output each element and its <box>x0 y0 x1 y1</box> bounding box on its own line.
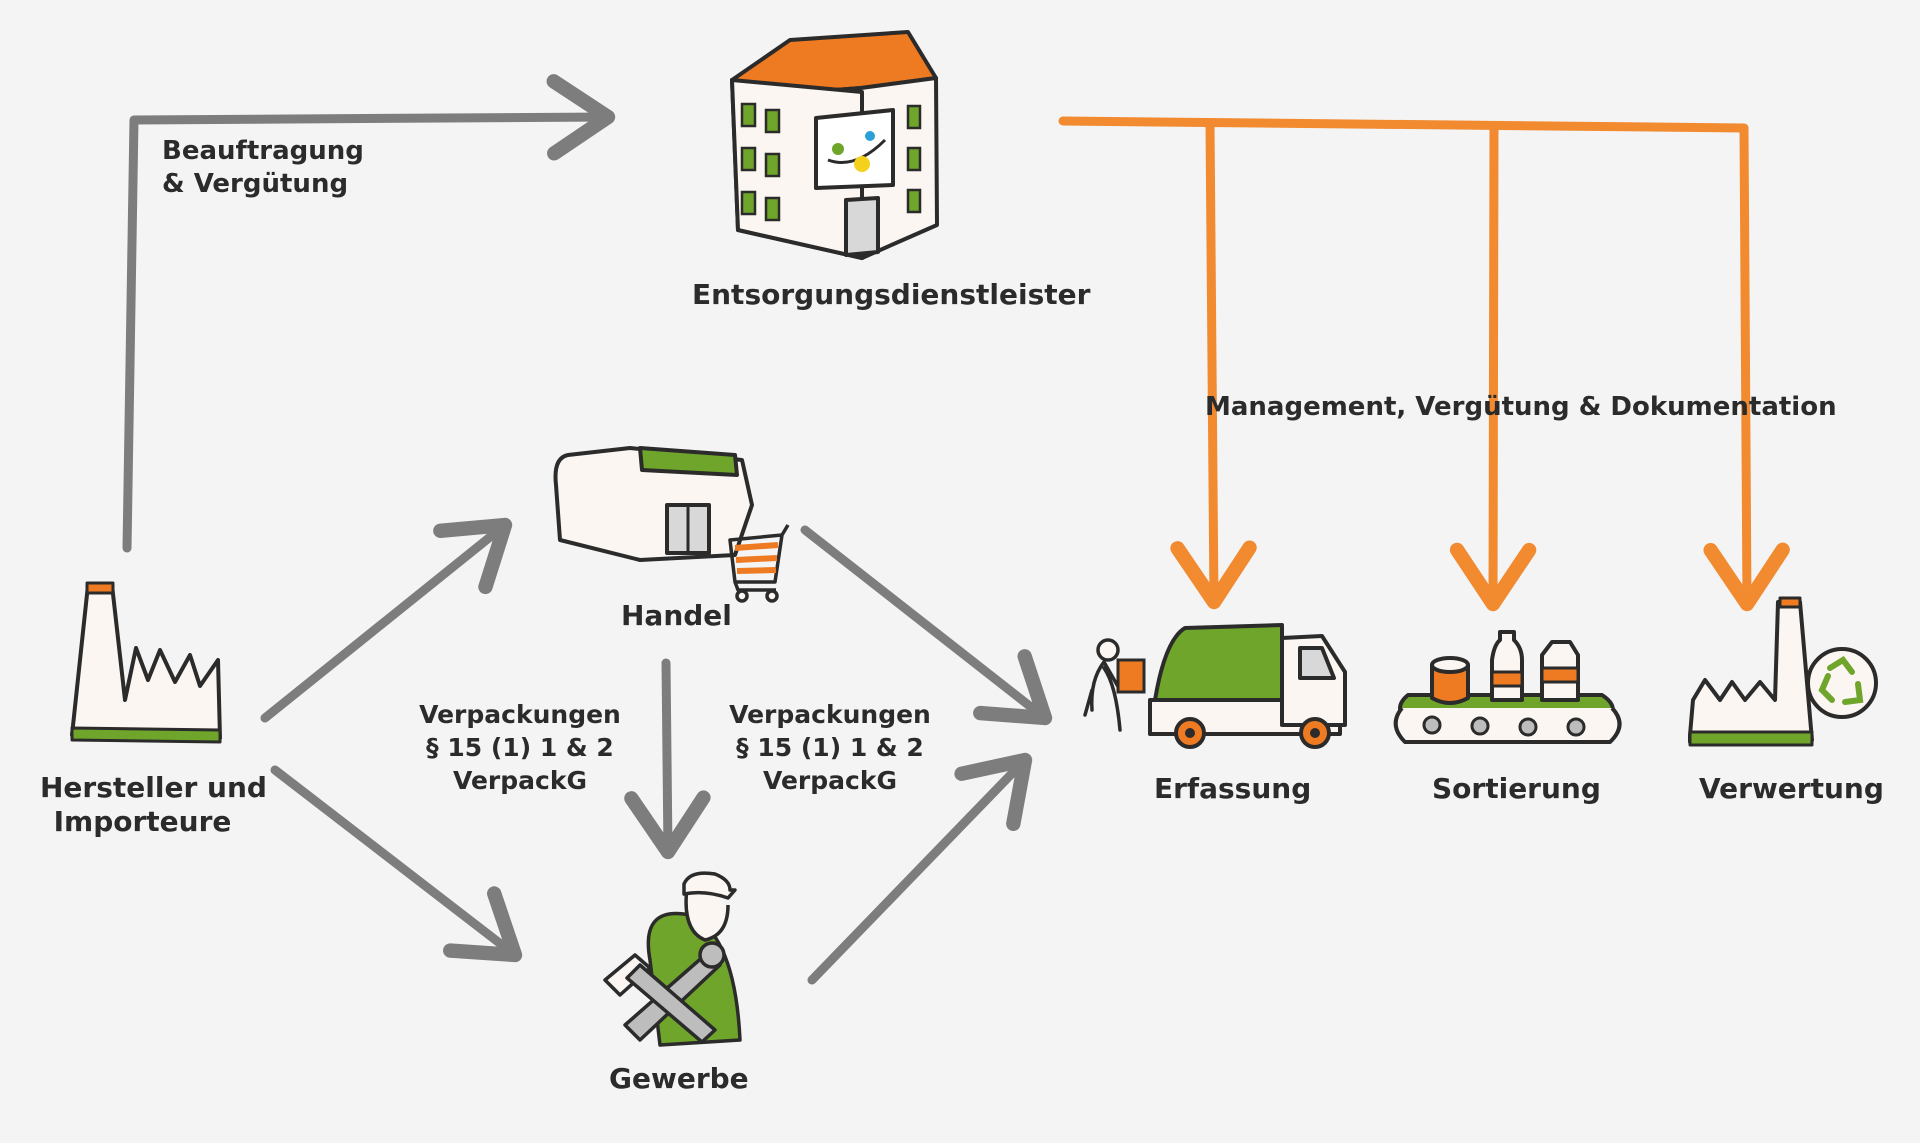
retail-label: Handel <box>621 599 732 632</box>
arrow-trade-to-collection <box>807 752 1033 985</box>
manufacturers-label-line-1: Hersteller und <box>40 771 267 804</box>
arrow-manufacturer-to-trade <box>270 765 523 963</box>
worker-figure-icon <box>1083 638 1146 732</box>
garbage-truck-icon <box>1148 623 1347 749</box>
arrow-retail-to-trade <box>624 658 711 860</box>
commission-label-line-1: Beauftragung <box>162 136 364 166</box>
arrow-to-recycling <box>1703 123 1790 612</box>
office-building-icon <box>730 30 939 260</box>
arrow-to-collection <box>1170 119 1257 610</box>
office-sign-logo <box>827 131 887 172</box>
shop-with-cart-icon <box>553 446 754 562</box>
office-windows <box>740 102 922 222</box>
trade-label: Gewerbe <box>609 1062 749 1095</box>
recycle-symbol-icon <box>1818 656 1864 705</box>
shopping-cart-icon <box>728 524 790 603</box>
packaging-label-left: Verpackungen § 15 (1) 1 & 2 VerpackG <box>410 698 630 797</box>
management-label: Management, Vergütung & Dokumentation <box>1205 392 1837 422</box>
collection-label: Erfassung <box>1154 772 1312 805</box>
packaging-left-line-3: VerpackG <box>453 766 587 795</box>
service-provider-label: Entsorgungsdienstleister <box>692 278 1091 311</box>
manufacturers-label: Hersteller und Importeure <box>40 771 267 839</box>
arrow-manufacturer-to-retail <box>260 517 513 723</box>
packaging-left-line-1: Verpackungen <box>419 700 621 729</box>
packaging-right-line-2: § 15 (1) 1 & 2 <box>736 733 924 762</box>
arrow-retail-to-collection <box>800 525 1053 726</box>
packaging-label-right: Verpackungen § 15 (1) 1 & 2 VerpackG <box>720 698 940 797</box>
conveyor-belt-icon <box>1393 630 1622 744</box>
packaging-left-line-2: § 15 (1) 1 & 2 <box>426 733 614 762</box>
craftsman-with-tools-icon <box>603 871 742 1047</box>
arrow-to-sorting <box>1449 122 1537 612</box>
manufacturers-label-line-2: Importeure <box>53 805 232 838</box>
commission-label-line-2: & Vergütung <box>162 169 349 199</box>
recycling-label: Verwertung <box>1699 772 1884 805</box>
packaging-right-line-3: VerpackG <box>763 766 897 795</box>
packaging-right-line-1: Verpackungen <box>729 700 931 729</box>
management-main-line <box>1058 116 1749 133</box>
factory-icon <box>70 581 222 744</box>
commission-label: Beauftragung & Vergütung <box>162 135 364 201</box>
commission-arrow <box>122 74 616 553</box>
sorting-label: Sortierung <box>1432 772 1601 805</box>
